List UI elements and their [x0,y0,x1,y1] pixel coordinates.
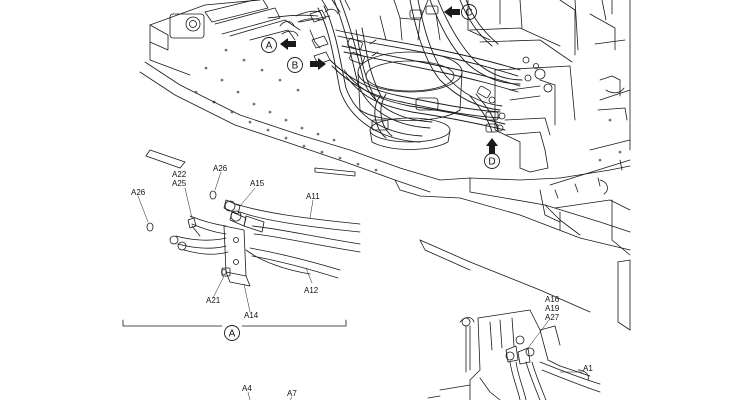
part-label-a26-top: A26 [213,164,228,173]
floor-plate-holes [194,48,622,172]
part-label-a1: A1 [583,364,593,373]
part-label-a11: A11 [306,192,320,201]
control-valve [467,0,631,173]
callout-arrows [280,6,498,154]
hose-fittings [295,5,506,133]
arrow-b [310,58,326,70]
hose-bundle [317,0,523,143]
part-label-a7: A7 [287,389,297,398]
callout-d: D [488,157,495,168]
part-label-a4: A4 [242,384,252,393]
part-label-a15: A15 [250,179,265,188]
part-label-a14: A14 [244,311,259,320]
detail-a-leaders [137,171,314,313]
part-label-a12: A12 [304,286,319,295]
detail-a-bracket [122,319,347,327]
callout-a: A [266,41,273,52]
machine-frame [139,0,631,331]
part-label-a27: A27 [545,313,560,322]
arrow-d [486,138,498,154]
lower-leaders [247,319,584,401]
part-label-a26-left: A26 [131,188,146,197]
callout-letters: A B C D A [229,8,496,340]
callout-c: C [465,8,472,19]
pump-assembly [357,0,463,150]
callout-circles [224,4,500,341]
part-label-a22: A22 [172,170,187,179]
part-label-a19: A19 [545,304,560,313]
callout-b: B [292,61,299,72]
arrow-c [444,6,460,18]
detail-a-assembly [146,190,361,287]
lower-valve [427,309,601,401]
arrow-a [280,38,296,50]
part-labels: A26 A22 A25 A15 A11 A26 A12 A21 A14 A16 … [131,164,593,398]
upper-components [149,0,351,51]
part-label-a16: A16 [545,295,560,304]
detail-a-caption: A [229,329,236,340]
part-label-a21: A21 [206,296,221,305]
part-label-a25: A25 [172,179,187,188]
